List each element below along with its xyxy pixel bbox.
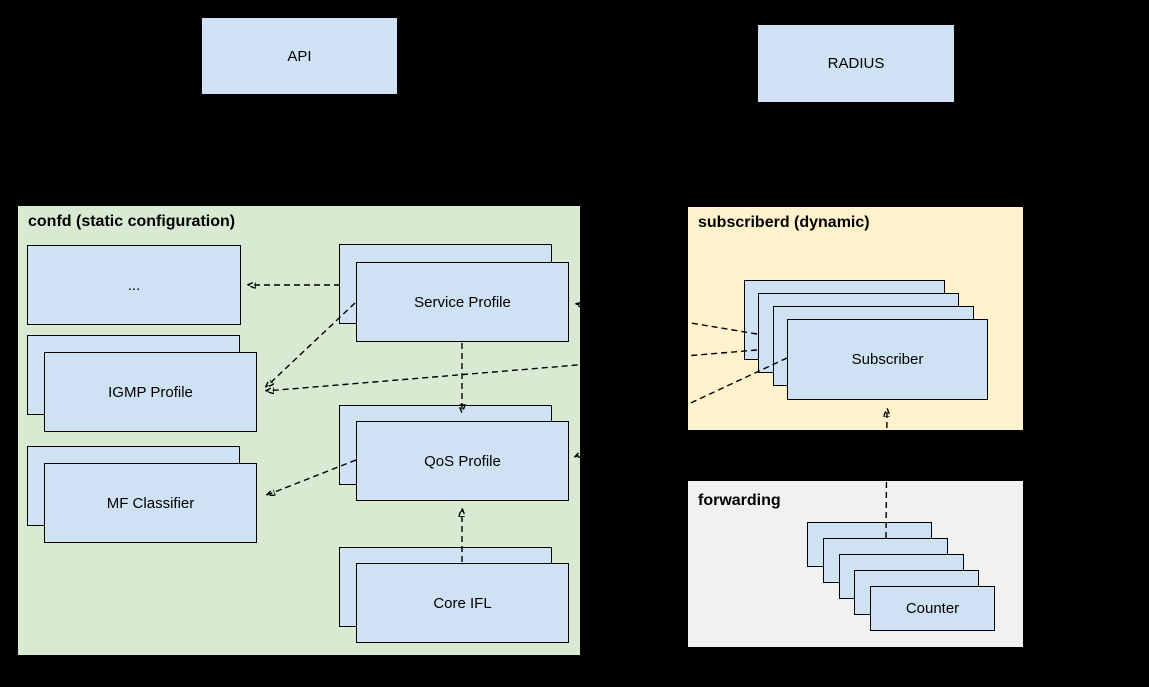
node-mf-classifier: MF Classifier [44, 463, 257, 543]
node-qos-profile: QoS Profile [356, 421, 569, 501]
node-igmp-profile: IGMP Profile [44, 352, 257, 432]
node-ellipsis-label: ... [127, 276, 141, 294]
api-node-label: API [287, 47, 312, 65]
forwarding-container-title: forwarding [698, 492, 781, 509]
subscriberd-container-title: subscriberd (dynamic) [698, 214, 870, 231]
node-counter: Counter [870, 586, 995, 631]
api-node: API [201, 17, 398, 95]
node-counter-label: Counter [905, 600, 960, 617]
node-subscriber-label: Subscriber [851, 351, 924, 368]
node-service-profile: Service Profile [356, 262, 569, 342]
node-subscriber: Subscriber [787, 319, 988, 400]
node-core-ifl: Core IFL [356, 563, 569, 643]
confd-container-title: confd (static configuration) [28, 213, 236, 230]
node-ellipsis: ... [27, 245, 241, 325]
node-service-profile-label: Service Profile [414, 293, 511, 311]
node-core-ifl-label: Core IFL [433, 594, 492, 612]
node-qos-profile-label: QoS Profile [424, 452, 501, 470]
node-mf-classifier-label: MF Classifier [106, 494, 195, 512]
radius-node: RADIUS [757, 24, 955, 103]
radius-node-label: RADIUS [827, 55, 885, 72]
node-igmp-profile-label: IGMP Profile [108, 383, 193, 401]
